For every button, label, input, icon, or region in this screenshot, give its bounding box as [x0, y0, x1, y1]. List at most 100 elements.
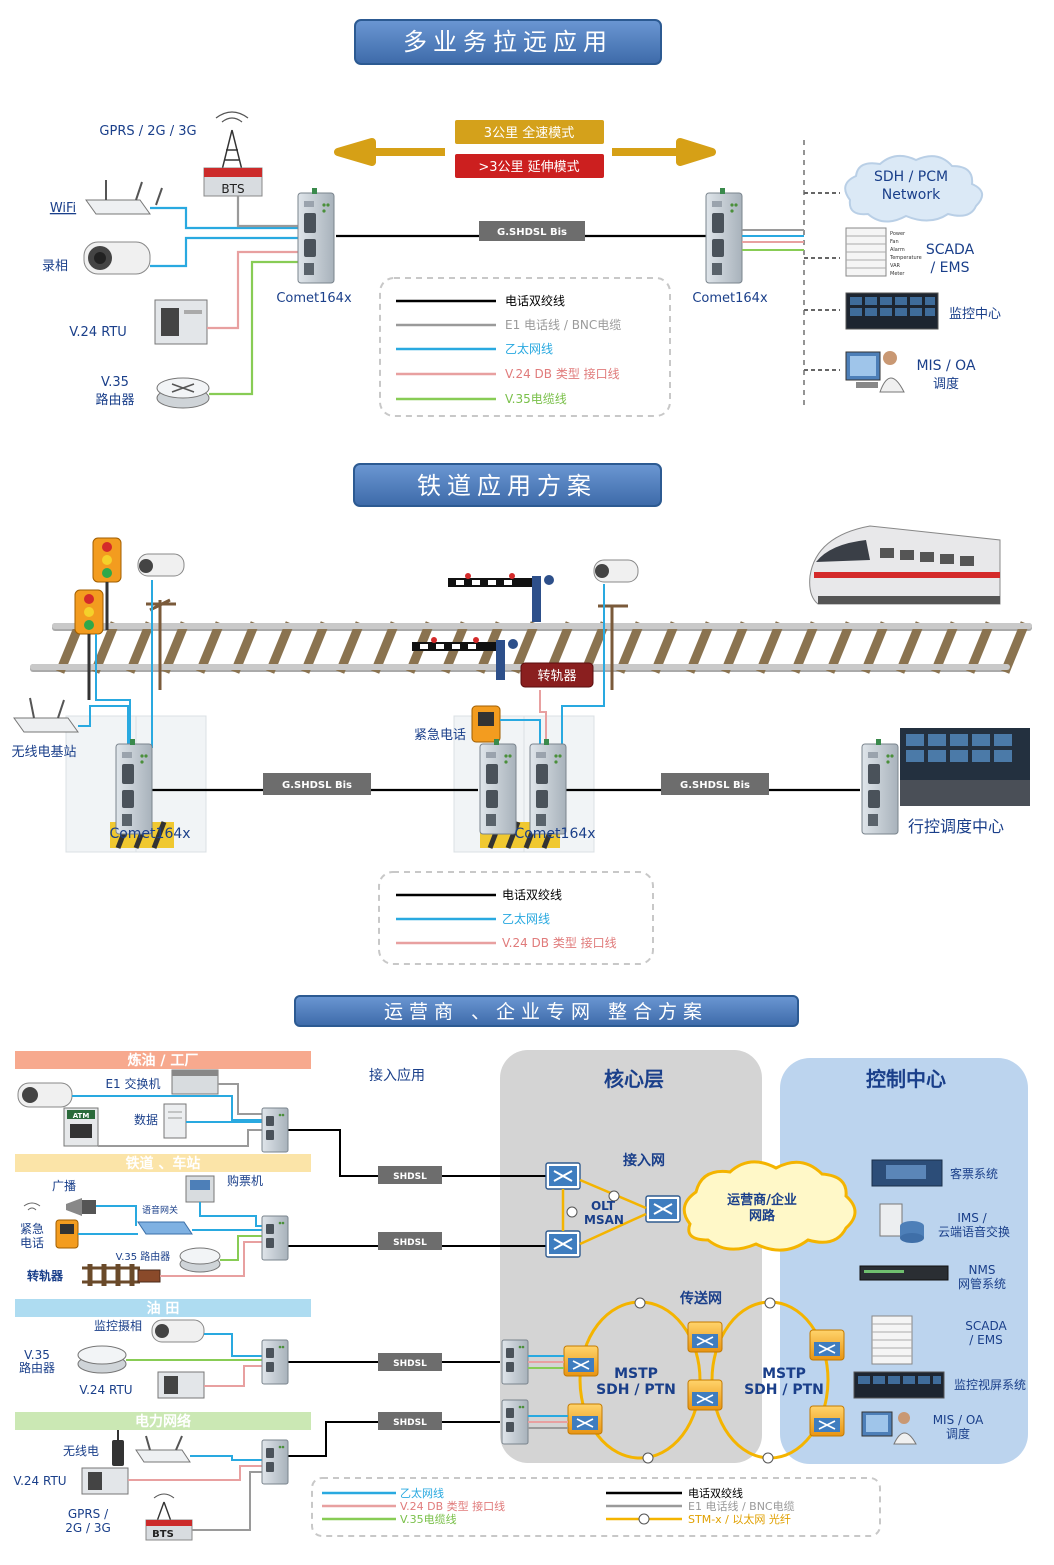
- nms-label-2: 网管系统: [958, 1276, 1006, 1291]
- track-camera-icon: [593, 559, 639, 690]
- sdh-label-1: SDH / PCM: [874, 169, 948, 185]
- comet-device-right: [861, 738, 899, 835]
- wifi-router-icon: [85, 180, 163, 215]
- section1-legend: [379, 277, 671, 417]
- speaker-icon: [23, 1198, 96, 1216]
- legend-v35: V.35电缆线: [400, 1512, 457, 1526]
- scada-panel-icon: Power Fan Alarm Temperature VAR Meter: [845, 227, 922, 277]
- fiber-marker-icon: [566, 1190, 620, 1218]
- mis-label-2: 调度: [933, 376, 959, 392]
- mstp2-label-b: SDH / PTN: [744, 1382, 824, 1398]
- section2-links: [78, 580, 860, 792]
- router-icon: [179, 1247, 221, 1273]
- access-switch-bottom: [545, 1230, 581, 1258]
- rtu-label-2: V.24 RTU: [13, 1474, 66, 1488]
- rtu-label: V.24 RTU: [69, 325, 127, 340]
- comet-device-core-b: [501, 1399, 529, 1445]
- shdsl-badge-4: [378, 1412, 442, 1430]
- sdh-cloud-icon: [844, 154, 983, 223]
- emergency-label-1: 紧急: [20, 1221, 44, 1236]
- mstp1-label-a: MSTP: [614, 1366, 658, 1382]
- v35-label-2: 路由器: [19, 1360, 55, 1375]
- shdsl-label-4: SHDSL: [393, 1418, 427, 1428]
- link-label-1: G.SHDSL Bis: [282, 780, 352, 791]
- bts-label: BTS: [221, 182, 244, 196]
- carrier-label-1: 运营商/企业: [727, 1192, 797, 1208]
- transport-node: [809, 1329, 845, 1361]
- track-camera-icon: [137, 553, 185, 690]
- e1-switch-label: E1 交换机: [105, 1076, 160, 1091]
- transport-node: [687, 1321, 723, 1353]
- category-bar-power: [15, 1412, 311, 1430]
- scada-label-2: / EMS: [931, 260, 970, 276]
- comet-device-g4: [261, 1439, 289, 1485]
- router-icon: [156, 377, 210, 409]
- voice-gateway-icon: [137, 1221, 193, 1235]
- railway-track: [30, 621, 1032, 674]
- core-label: 核心层: [604, 1067, 664, 1091]
- mis-workstation-icon: [861, 1411, 917, 1445]
- comet-device-g2: [261, 1215, 289, 1261]
- ticketing-label: 客票系统: [950, 1166, 998, 1181]
- legend-v24: V.24 DB 类型 接口线: [505, 366, 620, 381]
- access-switch-top: [545, 1162, 581, 1190]
- legend-phone: 电话双绞线: [502, 887, 562, 902]
- atm-icon: [63, 1107, 99, 1147]
- server-icon: [163, 1103, 187, 1139]
- link-label: G.SHDSL Bis: [497, 227, 567, 238]
- router-icon: [77, 1345, 127, 1374]
- legend-v35: V.35电缆线: [505, 392, 567, 406]
- control-region: [780, 1058, 1028, 1464]
- scada-panel-icon: [871, 1315, 913, 1365]
- legend-ethernet: 乙太网线: [400, 1486, 444, 1500]
- legend-phone: 电话双绞线: [688, 1486, 743, 1500]
- comet-device-left: [115, 738, 153, 835]
- section3-title: 运营商 、企业专网 整合方案: [384, 1001, 708, 1023]
- ticket-label: 购票机: [227, 1173, 263, 1188]
- section1-title: 多业务拉远应用: [403, 28, 613, 56]
- section1-title-banner: [354, 19, 662, 65]
- traffic-light-icon: [92, 537, 122, 630]
- ims-server-icon: [879, 1203, 924, 1243]
- comet-device-core-a: [501, 1339, 529, 1385]
- camera-icon: [83, 241, 151, 275]
- section1-right-links: [742, 192, 840, 371]
- switch-badge: [520, 662, 594, 688]
- shdsl-label-2: SHDSL: [393, 1238, 427, 1248]
- comet-device-g1: [261, 1107, 289, 1153]
- v35-label-1: V.35: [24, 1348, 50, 1362]
- nms-server-icon: [859, 1265, 949, 1281]
- emergency-label: 紧急电话: [414, 728, 466, 743]
- track-switch-icon: [82, 1264, 161, 1286]
- core-region: [500, 1050, 762, 1463]
- gprs-label: GPRS / 2G / 3G: [99, 124, 196, 139]
- rtu-icon: [81, 1467, 129, 1495]
- control-room-photo: [900, 728, 1030, 806]
- shdsl-label-3: SHDSL: [393, 1359, 427, 1369]
- mis-workstation-icon: [845, 351, 905, 393]
- dev-mid-label: Comet164x: [514, 826, 595, 842]
- train-icon: [809, 525, 1001, 605]
- section2-title-banner: [353, 463, 662, 507]
- olt-switch: [645, 1195, 681, 1223]
- monitor-label: 监控中心: [949, 307, 1001, 322]
- comet-device-right: [705, 187, 743, 284]
- bts-label: BTS: [152, 1529, 174, 1540]
- v35-router-label: V.35 路由器: [116, 1250, 171, 1263]
- comet-device-g3: [261, 1339, 289, 1385]
- monitor-wall-icon: [845, 292, 939, 330]
- voice-gw-label: 语音网关: [142, 1204, 178, 1216]
- link-badge-2: [661, 773, 769, 795]
- scada-label-1: SCADA: [926, 242, 975, 258]
- sdh-label-2: Network: [882, 187, 941, 203]
- range-arrow-right: [612, 138, 716, 166]
- category-bar-refinery: [15, 1051, 311, 1069]
- comet-device-mid-a: [479, 738, 517, 835]
- category-bar-railway: [15, 1154, 311, 1172]
- ims-label-1: IMS /: [957, 1211, 987, 1225]
- switch-label: 转轨器: [537, 669, 576, 684]
- control-label: 控制中心: [866, 1067, 946, 1091]
- router-label-1: V.35: [101, 375, 129, 390]
- category-power: 电力网络: [135, 1413, 191, 1430]
- wireless-station-icon: [13, 697, 79, 733]
